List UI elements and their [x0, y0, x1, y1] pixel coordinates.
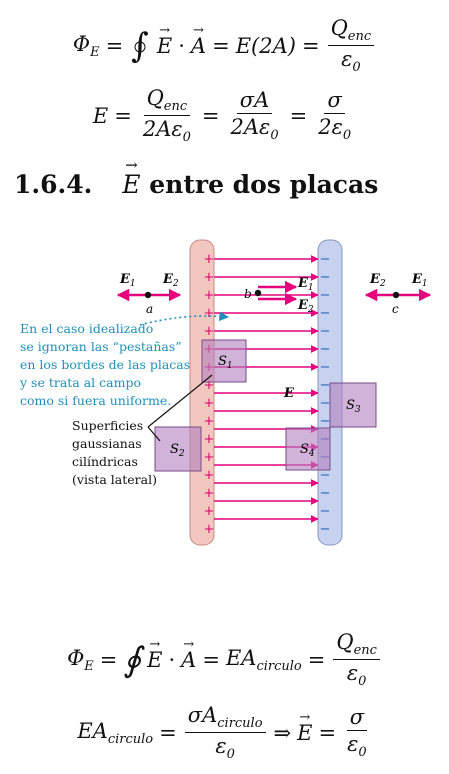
section-title: E entre dos placas [122, 170, 378, 199]
svg-text:+: + [204, 288, 215, 303]
svg-text:+: + [204, 270, 215, 285]
svg-text:S3: S3 [346, 398, 361, 415]
equation-flux-cylinder: ΦE = ∮ E · A = EAcirculo = Qenc ε0 [0, 632, 449, 688]
note-pointer [139, 311, 229, 326]
gaussian-surfaces-label: Superficies gaussianas cilíndricas (vist… [72, 418, 157, 487]
svg-text:a: a [146, 302, 153, 316]
field-label: E [283, 386, 295, 401]
svg-text:+: + [204, 468, 215, 483]
svg-text:E2: E2 [369, 272, 386, 289]
gaussian-surface-s3: S3 [329, 382, 377, 428]
svg-text:S1: S1 [218, 354, 233, 371]
svg-text:E1: E1 [411, 272, 428, 289]
svg-text:c: c [392, 302, 399, 316]
svg-text:−: − [320, 468, 331, 483]
svg-text:E2: E2 [162, 272, 179, 289]
edge-effect-note: En el caso idealizado se ignoran las “pe… [19, 321, 190, 408]
gaussian-surface-s1: S1 [201, 339, 247, 383]
svg-text:+: + [204, 414, 215, 429]
svg-text:−: − [320, 414, 331, 429]
svg-text:−: − [320, 360, 331, 375]
svg-text:+: + [204, 504, 215, 519]
svg-text:como si fuera uniforme.: como si fuera uniforme. [20, 393, 171, 408]
integral-symbol: ∮ [123, 640, 142, 681]
svg-text:Superficies: Superficies [72, 418, 143, 433]
svg-text:en los bordes de las placas: en los bordes de las placas [20, 357, 190, 372]
svg-text:y se trata al campo: y se trata al campo [19, 375, 141, 390]
svg-text:+: + [204, 252, 215, 267]
point-b-vectors: b E1 E2 [244, 276, 314, 315]
equation-field-between-plates: EAcirculo = σAcirculo ε0 ⇒ E = σ ε0 [0, 705, 449, 761]
svg-text:+: + [204, 396, 215, 411]
svg-text:+: + [204, 450, 215, 465]
svg-text:+: + [204, 522, 215, 537]
section-number: 1.6.4. [14, 170, 93, 199]
svg-text:+: + [204, 378, 215, 393]
parallel-plates-figure: + + + + + + + + + + + + + + + + − − − − … [19, 239, 432, 546]
svg-text:−: − [320, 342, 331, 357]
equation-flux-planes: ΦE = ∫ E · A = E(2A) = Qenc ε0 [0, 18, 449, 74]
svg-text:En el caso idealizado: En el caso idealizado [20, 321, 153, 336]
point-c-vectors: E2 E1 c [364, 272, 432, 316]
gaussian-label-pointers [147, 374, 213, 442]
svg-text:+: + [204, 432, 215, 447]
svg-text:−: − [320, 486, 331, 501]
closed-integral-symbol: ∫ [131, 26, 149, 67]
svg-text:b: b [244, 287, 252, 301]
gaussian-surface-s4: S4 [285, 427, 331, 471]
svg-text:E1: E1 [297, 276, 314, 293]
svg-text:−: − [320, 324, 331, 339]
svg-text:−: − [320, 252, 331, 267]
svg-text:+: + [204, 486, 215, 501]
section-heading: 1.6.4. E entre dos placas [14, 170, 378, 199]
svg-text:−: − [320, 378, 331, 393]
svg-text:cilíndricas: cilíndricas [72, 454, 138, 469]
svg-text:+: + [204, 306, 215, 321]
svg-text:−: − [320, 270, 331, 285]
svg-text:−: − [320, 522, 331, 537]
svg-text:se ignoran las “pestañas”: se ignoran las “pestañas” [20, 339, 182, 354]
svg-text:S4: S4 [300, 442, 315, 459]
gaussian-surface-s2: S2 [154, 426, 202, 472]
svg-text:(vista lateral): (vista lateral) [72, 472, 157, 487]
svg-text:−: − [320, 288, 331, 303]
svg-text:+: + [204, 324, 215, 339]
svg-text:E1: E1 [119, 272, 136, 289]
svg-text:E2: E2 [297, 298, 314, 315]
point-a-vectors: E1 E2 a [116, 272, 182, 316]
svg-text:S2: S2 [170, 442, 185, 459]
svg-text:−: − [320, 396, 331, 411]
svg-text:−: − [320, 504, 331, 519]
equation-field-single-plane: E = Qenc 2Aε0 = σA 2Aε0 = σ 2ε0 [92, 86, 352, 146]
svg-text:gaussianas: gaussianas [72, 436, 142, 451]
svg-text:−: − [320, 306, 331, 321]
